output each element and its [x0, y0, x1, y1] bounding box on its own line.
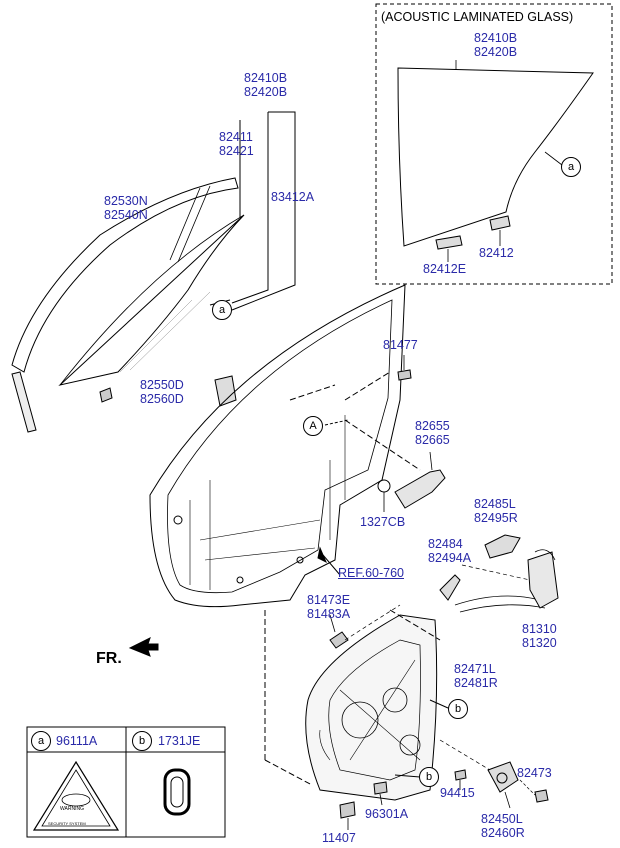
- bolt-81477: [397, 369, 412, 381]
- sticker-warning-text: WARNING: [60, 806, 84, 812]
- acoustic-glass-outline: [397, 67, 594, 247]
- nut-1327cb: [377, 479, 391, 493]
- front-label: FR.: [96, 650, 122, 667]
- ref-link[interactable]: REF.60-760: [338, 566, 405, 580]
- part-82494A: 82494A: [428, 551, 472, 565]
- door-latch: [527, 551, 559, 609]
- part-82410B: 82410B: [244, 71, 288, 85]
- door-frame: [149, 284, 406, 608]
- callout-b-module: b: [448, 699, 468, 719]
- part-82530N: 82530N: [104, 194, 148, 208]
- part-82412: 82412: [479, 246, 514, 260]
- callout-a-acoustic: a: [561, 157, 581, 177]
- part-81477: 81477: [383, 338, 418, 352]
- part-82484: 82484: [428, 537, 463, 551]
- run-channel-lower: [11, 371, 37, 433]
- callout-b-lower: b: [419, 767, 439, 787]
- acoustic-glass-box: [375, 3, 613, 285]
- acoustic-clip-right: [489, 215, 511, 231]
- part-96301A: 96301A: [365, 807, 409, 821]
- part-82655: 82655: [415, 419, 450, 433]
- part-94415: 94415: [440, 786, 475, 800]
- sticker-security-text: SECURITY SYSTEM: [48, 821, 86, 826]
- part-82410B-acoustic: 82410B: [474, 31, 518, 45]
- part-82540N: 82540N: [104, 208, 148, 222]
- part-82471L: 82471L: [454, 662, 496, 676]
- part-81320: 81320: [522, 636, 557, 650]
- acoustic-clip-left: [435, 235, 463, 250]
- acoustic-box-title: (ACOUSTIC LAMINATED GLASS): [381, 10, 574, 24]
- part-82450L: 82450L: [481, 812, 523, 826]
- grommet: [163, 768, 191, 816]
- part-82495R: 82495R: [474, 511, 518, 525]
- window-motor: [487, 761, 519, 793]
- part-82473: 82473: [517, 766, 552, 780]
- handle-bracket: [484, 534, 521, 559]
- legend-b-letter: b: [132, 731, 152, 751]
- run-channel: [11, 177, 239, 373]
- window-glass-outline: [58, 214, 245, 386]
- part-82550D: 82550D: [140, 378, 184, 392]
- part-11407: 11407: [322, 831, 356, 845]
- glass-bracket: [214, 375, 237, 407]
- warning-sticker: [32, 760, 120, 831]
- part-82485L: 82485L: [474, 497, 516, 511]
- callout-A: A: [303, 416, 323, 436]
- part-82665: 82665: [415, 433, 450, 447]
- part-82481R: 82481R: [454, 676, 498, 690]
- part-81473E: 81473E: [307, 593, 351, 607]
- outside-handle: [394, 469, 446, 509]
- part-81310: 81310: [522, 622, 557, 636]
- part-82420B: 82420B: [244, 85, 288, 99]
- door-module: [305, 614, 438, 801]
- front-arrow: [128, 637, 159, 657]
- part-82460R: 82460R: [481, 826, 525, 840]
- legend-b-part: 1731JE: [158, 734, 201, 748]
- part-82421: 82421: [219, 144, 254, 158]
- part-82412E: 82412E: [423, 262, 467, 276]
- part-82560D: 82560D: [140, 392, 184, 406]
- part-1327CB: 1327CB: [360, 515, 406, 529]
- legend-a-part: 96111A: [56, 734, 98, 748]
- callout-a-main: a: [212, 300, 232, 320]
- part-81483A: 81483A: [307, 607, 351, 621]
- part-83412A: 83412A: [271, 190, 315, 204]
- legend-a-letter: a: [31, 731, 51, 751]
- part-82411: 82411: [219, 130, 253, 144]
- part-82420B-acoustic: 82420B: [474, 45, 518, 59]
